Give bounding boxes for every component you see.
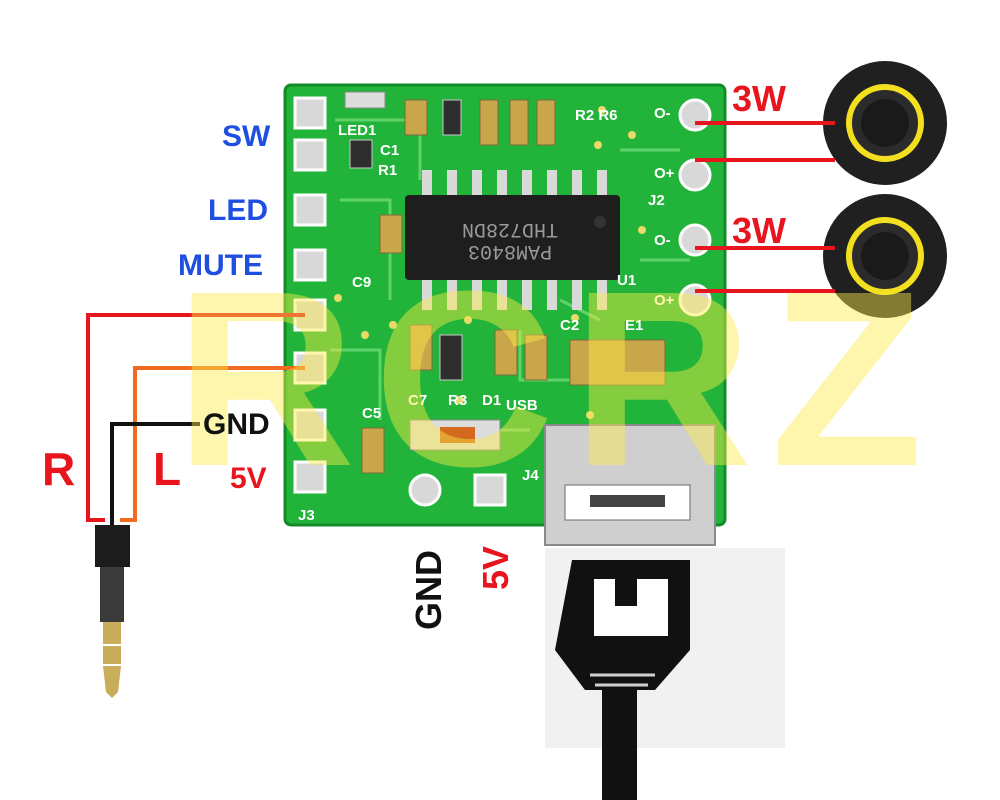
channel-label-r: R (42, 443, 76, 495)
silk-c1: C1 (380, 142, 399, 159)
silk-c9: C9 (352, 274, 371, 291)
pcb-board: PAM8403 THD728DN LED1 C1 R1 C9 C7 R3 D1 … (283, 83, 727, 546)
silk-d1: D1 (482, 392, 501, 409)
silk-c5: C5 (362, 405, 381, 422)
silk-j2: J2 (648, 192, 665, 209)
silk-out-top-plus: O+ (654, 165, 675, 182)
pin-label-gnd: GND (203, 408, 270, 441)
via-dots (334, 104, 646, 419)
silk-out-bot-plus: O+ (654, 292, 675, 309)
usb-cable (555, 560, 690, 800)
pin-label-led: LED (208, 194, 268, 227)
micro-usb-connector (544, 424, 716, 546)
silk-usb: USB (506, 397, 538, 414)
speaker-top (823, 61, 947, 185)
silk-e1: E1 (625, 317, 643, 334)
smd-components (349, 99, 666, 474)
channel-label-l: L (153, 443, 182, 495)
wire-ground (110, 422, 200, 530)
silk-j3: J3 (298, 507, 315, 524)
silk-c7: C7 (408, 392, 427, 409)
chip-label-1: PAM8403 (468, 239, 552, 262)
led-component (344, 91, 386, 109)
silk-led1: LED1 (338, 122, 376, 139)
chip-label-2: THD728DN (462, 217, 558, 240)
power-label-gnd: GND (408, 550, 449, 630)
silk-j4: J4 (522, 467, 539, 484)
power-pads (408, 473, 507, 507)
pin-label-mute: MUTE (178, 249, 263, 282)
wire-right-channel (86, 313, 305, 522)
pin-label-sw: SW (222, 120, 271, 153)
wire-left-channel (120, 366, 305, 522)
speaker-label-top: 3W (732, 78, 786, 119)
silk-out-top-minus: O- (654, 105, 671, 122)
silk-out-bot-minus: O- (654, 232, 671, 249)
left-header-pads (293, 96, 327, 494)
audio-jack (95, 525, 130, 698)
silk-r3: R3 (448, 392, 467, 409)
silk-u1: U1 (617, 272, 636, 289)
ic-chip: PAM8403 THD728DN (405, 170, 620, 310)
pin-label-5v: 5V (230, 462, 267, 495)
silk-c2: C2 (560, 317, 579, 334)
speaker-wires (695, 121, 835, 293)
power-label-5v: 5V (475, 545, 516, 590)
speaker-bottom (823, 194, 947, 318)
speaker-label-bottom: 3W (732, 210, 786, 251)
silk-r1: R1 (378, 162, 397, 179)
silk-r5r6: R2 R6 (575, 107, 618, 124)
